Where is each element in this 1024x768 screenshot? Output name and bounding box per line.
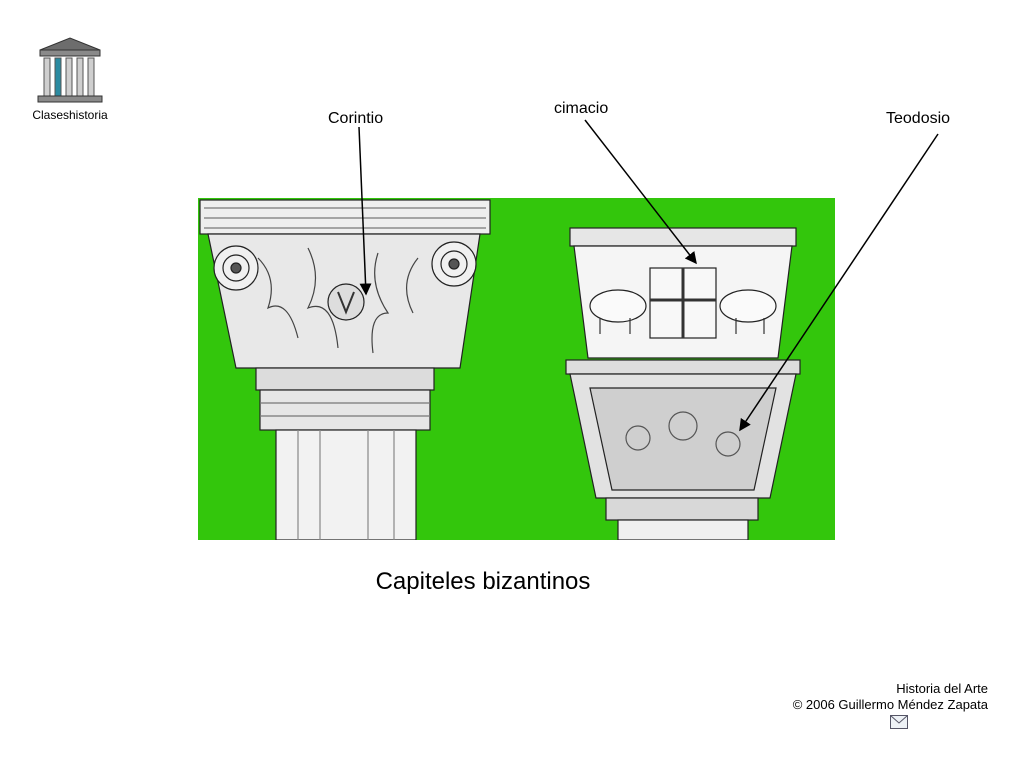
logo[interactable]: Claseshistoria bbox=[20, 36, 120, 126]
label-corintio: Corintio bbox=[328, 110, 384, 127]
footer-credits: Historia del Arte © 2006 Guillermo Ménde… bbox=[793, 681, 988, 713]
slide-caption: Capiteles bizantinos bbox=[375, 568, 591, 595]
theodosian-capital-drawing bbox=[565, 227, 801, 540]
capitals-illustration bbox=[198, 198, 835, 540]
corinthian-capital-drawing bbox=[199, 199, 491, 540]
temple-icon bbox=[37, 37, 103, 103]
footer-line-1: Historia del Arte bbox=[896, 681, 988, 696]
footer-line-2: © 2006 Guillermo Méndez Zapata bbox=[792, 697, 988, 712]
logo-label: Claseshistoria bbox=[32, 108, 108, 122]
label-cimacio: cimacio bbox=[554, 100, 609, 117]
mail-icon[interactable] bbox=[890, 715, 908, 729]
label-teodosio: Teodosio bbox=[886, 110, 951, 127]
